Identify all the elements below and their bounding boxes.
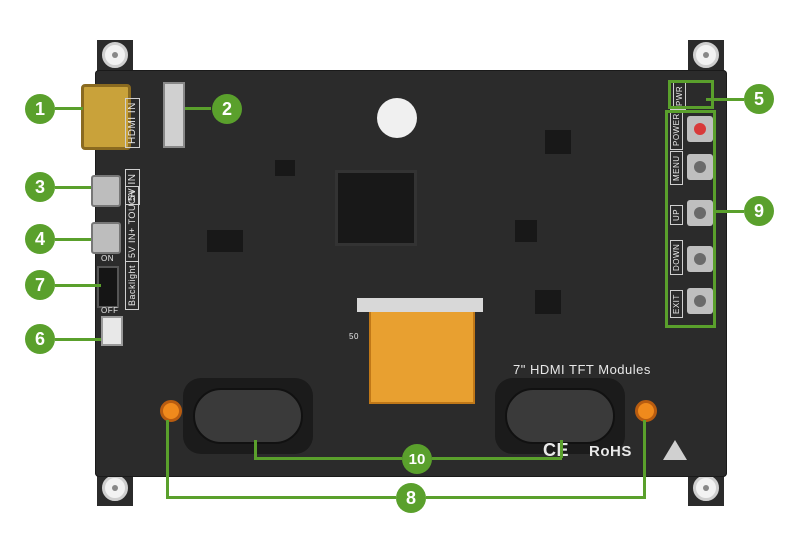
leader-9-box-top bbox=[665, 110, 715, 113]
switch-off-label: OFF bbox=[101, 306, 119, 315]
leader-5-box-bottom bbox=[668, 106, 714, 109]
standoff-right bbox=[635, 400, 657, 422]
callout-6: 6 bbox=[25, 324, 55, 354]
usb-touch-port bbox=[91, 222, 121, 254]
leader-7 bbox=[55, 284, 101, 287]
leader-5 bbox=[706, 98, 744, 101]
callout-9: 9 bbox=[744, 196, 774, 226]
callout-2: 2 bbox=[212, 94, 242, 124]
exit-button bbox=[687, 288, 713, 314]
leader-5-box-right bbox=[711, 80, 714, 108]
callout-7: 7 bbox=[25, 270, 55, 300]
leader-9-box-right bbox=[713, 110, 716, 328]
down-label: DOWN bbox=[670, 239, 683, 275]
mount-hole-br bbox=[693, 475, 719, 501]
leader-9 bbox=[716, 210, 744, 213]
callout-8: 8 bbox=[396, 483, 426, 513]
hdmi-in-label: HDMI IN bbox=[125, 98, 140, 148]
leader-10 bbox=[254, 457, 402, 460]
leader-4 bbox=[55, 238, 91, 241]
mount-hole-tl bbox=[102, 42, 128, 68]
callout-3: 3 bbox=[25, 172, 55, 202]
leader-10-left bbox=[254, 440, 257, 458]
leader-10-right bbox=[432, 457, 562, 460]
callout-5: 5 bbox=[744, 84, 774, 114]
up-label: UP bbox=[670, 204, 683, 225]
switch-on-label: ON bbox=[101, 254, 114, 263]
leader-5-box-left bbox=[668, 80, 671, 108]
chip-small-4 bbox=[515, 220, 537, 242]
touch-label: 5V IN+ TOUCH bbox=[125, 186, 139, 262]
rohs-mark: RoHS bbox=[589, 443, 632, 460]
menu-label: MENU bbox=[670, 151, 683, 185]
leader-8-bottom-r bbox=[426, 496, 646, 499]
esd-warning-icon bbox=[663, 440, 687, 460]
leader-10-right-v bbox=[560, 440, 563, 458]
leader-2 bbox=[185, 107, 211, 110]
flex-cable-connector bbox=[357, 298, 483, 312]
mount-hole-bl bbox=[102, 475, 128, 501]
leader-8-right bbox=[643, 420, 646, 498]
fpc-connector bbox=[163, 82, 185, 148]
down-button bbox=[687, 246, 713, 272]
pcb-board: HDMI IN 5V IN 5V IN+ TOUCH ON OFF Backli… bbox=[81, 70, 727, 477]
speaker-connector bbox=[101, 316, 123, 346]
flex-cable bbox=[369, 306, 475, 404]
hdmi-port bbox=[81, 84, 131, 150]
leader-3 bbox=[55, 186, 91, 189]
chip-small-1 bbox=[207, 230, 243, 252]
chip-small-2 bbox=[275, 160, 295, 176]
usb-5v-in-port bbox=[91, 175, 121, 207]
exit-label: EXIT bbox=[670, 290, 683, 318]
callout-4: 4 bbox=[25, 224, 55, 254]
leader-8-bottom bbox=[166, 496, 396, 499]
main-chip bbox=[335, 170, 417, 246]
menu-button bbox=[687, 154, 713, 180]
round-sticker bbox=[377, 98, 417, 138]
leader-6 bbox=[55, 338, 101, 341]
leader-9-box-bottom bbox=[665, 325, 715, 328]
backlight-switch bbox=[97, 266, 119, 308]
speaker-left bbox=[183, 378, 313, 454]
leader-1 bbox=[55, 107, 83, 110]
chip-small-5 bbox=[535, 290, 561, 314]
mount-hole-tr bbox=[693, 42, 719, 68]
power-button bbox=[687, 116, 713, 142]
backlight-label: Backlight bbox=[125, 260, 139, 310]
callout-10: 10 bbox=[402, 444, 432, 474]
leader-9-box-left bbox=[665, 110, 668, 328]
leader-5-box-top bbox=[668, 80, 714, 83]
standoff-left bbox=[160, 400, 182, 422]
leader-8-left bbox=[166, 420, 169, 498]
module-title: 7" HDMI TFT Modules bbox=[513, 362, 651, 377]
pcb-note: 50 bbox=[349, 332, 359, 341]
chip-small-3 bbox=[545, 130, 571, 154]
up-button bbox=[687, 200, 713, 226]
power-label: POWER bbox=[670, 109, 683, 150]
callout-1: 1 bbox=[25, 94, 55, 124]
